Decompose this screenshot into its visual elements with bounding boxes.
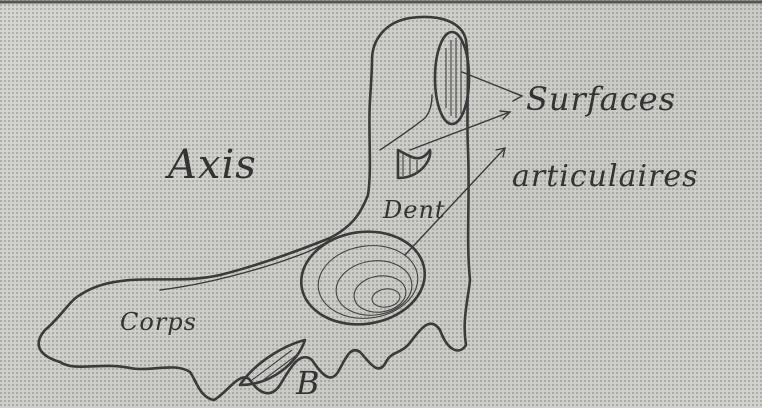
label-b: B [295,364,321,402]
pointer-arrows [405,72,522,255]
dens-inner-line [380,95,432,150]
upper-facet [435,32,469,124]
label-dent: Dent [382,196,446,224]
label-surfaces: Surfaces [526,80,676,118]
label-corps: Corps [120,308,197,336]
label-articulaires: articulaires [512,159,699,194]
large-facet [295,224,431,332]
small-facet [398,150,430,178]
label-axis: Axis [164,142,257,188]
